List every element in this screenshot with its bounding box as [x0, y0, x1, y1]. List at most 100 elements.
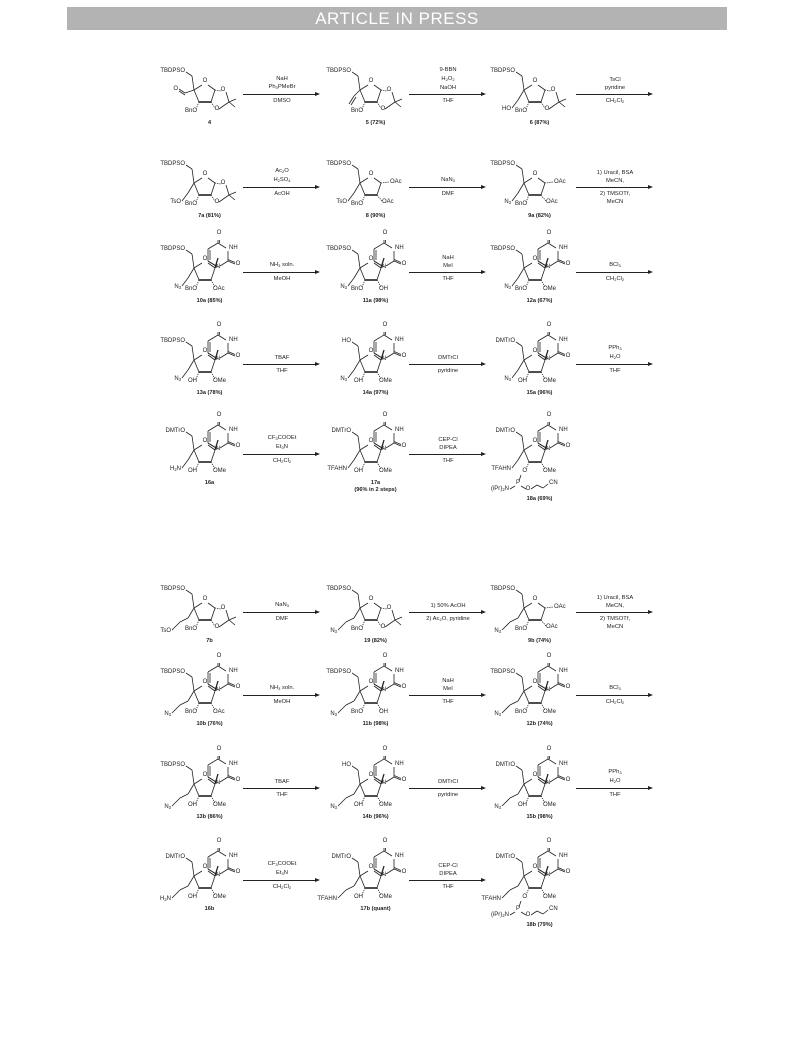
- compound-name: 6 (87%): [529, 120, 550, 126]
- condition: AcOH: [274, 191, 290, 197]
- reagents-above: DMTrCl: [409, 778, 487, 786]
- ring-bond: [373, 778, 382, 785]
- c2-bond: [376, 887, 382, 896]
- reagents-below: THF: [409, 883, 487, 891]
- uracil-n1: N: [381, 780, 387, 786]
- c2-bond: [540, 371, 546, 380]
- ring-bond: [523, 685, 533, 692]
- uracil-o4: O: [546, 746, 552, 752]
- c1-acetate: OAc: [390, 179, 402, 185]
- uracil-bond: [537, 850, 549, 858]
- ch2-bond: [185, 431, 193, 437]
- c2-substituent: OMe: [543, 286, 557, 292]
- uracil-bond: [537, 776, 547, 783]
- ring-bond: [207, 262, 216, 269]
- ring-bond: [537, 444, 546, 451]
- uracil-bond: [549, 352, 559, 359]
- side-chain-group: TsO: [170, 199, 181, 205]
- ring-bond: [210, 607, 216, 621]
- carbonyl-bond: [557, 868, 566, 873]
- arrow-head: [315, 184, 320, 189]
- side-bond: [187, 875, 195, 887]
- reagent: DMTrCl: [438, 778, 458, 785]
- arrow-line: [243, 187, 317, 188]
- ch2-bond: [185, 71, 193, 77]
- condition: pyridine: [437, 792, 459, 798]
- structure-svg: [347, 240, 402, 288]
- uracil-nh: NH: [559, 853, 568, 859]
- uracil-bond: [549, 442, 559, 449]
- uracil-o4: O: [216, 653, 222, 659]
- protecting-group: DMTrO: [495, 428, 515, 434]
- methyl-bond: [228, 619, 236, 626]
- structure-svg: [171, 756, 236, 807]
- acetonide-bond: [391, 609, 396, 621]
- ring-oxygen: O: [368, 679, 374, 685]
- ring-bond: [359, 783, 366, 797]
- methyl-bond: [394, 98, 403, 103]
- c3-substituent: BnO: [514, 201, 527, 207]
- uracil-nh: NH: [395, 337, 404, 343]
- carbonyl-bond: [557, 776, 566, 781]
- uracil-bond: [207, 442, 217, 449]
- uracil-bond: [373, 776, 383, 783]
- c2-substituent: OMe: [543, 894, 557, 900]
- ring-bond: [193, 690, 200, 704]
- reagent: 1) Uracil, BSA: [596, 594, 634, 601]
- phosphorus: P: [515, 906, 520, 912]
- ch2-bond: [521, 769, 525, 785]
- uracil-bond: [383, 242, 393, 249]
- reagents-above: DMTrCl: [409, 354, 487, 362]
- ring-bond: [359, 177, 369, 184]
- reagents-above: 1) 50% AcOH: [409, 602, 487, 610]
- ch2-bond: [357, 861, 361, 877]
- reagents-below: THF: [243, 367, 321, 375]
- uracil-bond: [219, 260, 229, 267]
- arrow-head: [315, 877, 320, 882]
- side-chain-group: TsO: [160, 628, 171, 634]
- uracil-n1: N: [545, 872, 551, 878]
- ring-bond: [523, 875, 530, 889]
- structure-svg: [181, 332, 236, 380]
- ring-bond: [359, 182, 366, 196]
- protecting-group: TBDPSO: [160, 338, 185, 344]
- arrow-head: [315, 609, 320, 614]
- structure-svg: [171, 589, 237, 631]
- uracil-bond: [373, 242, 385, 250]
- ring-bond: [359, 444, 369, 451]
- arrow-line: [409, 272, 483, 273]
- uracil-bond: [219, 352, 229, 359]
- uracil-bond: [207, 776, 217, 783]
- structure-svg: [347, 164, 390, 203]
- arrow-line: [576, 695, 650, 696]
- compound-name: 13b (86%): [196, 814, 223, 820]
- ch2-bond: [191, 593, 195, 609]
- compound-name: 10a (85%): [196, 298, 223, 304]
- side-bond: [511, 277, 519, 287]
- carbonyl-bond: [178, 88, 186, 94]
- glycosidic-bond: [214, 773, 219, 785]
- side-bond: [517, 690, 525, 702]
- glycosidic-bond: [214, 865, 219, 877]
- uracil-bond: [537, 665, 549, 673]
- c2-substituent: OMe: [213, 378, 227, 384]
- condition: DMSO: [273, 98, 291, 104]
- uracil-n1: N: [381, 446, 387, 452]
- ch2-bond: [351, 431, 359, 437]
- uracil-o2: O: [565, 261, 571, 267]
- reagents-below: DMF: [409, 190, 487, 198]
- ring-bond: [523, 449, 530, 463]
- reagent: MeI: [443, 685, 453, 692]
- ch2-bond: [515, 589, 523, 595]
- ring-bond: [537, 870, 546, 877]
- side-bond: [187, 267, 195, 279]
- ch2-bond: [191, 769, 195, 785]
- ring-bond: [193, 607, 200, 621]
- arrow-head: [648, 269, 653, 274]
